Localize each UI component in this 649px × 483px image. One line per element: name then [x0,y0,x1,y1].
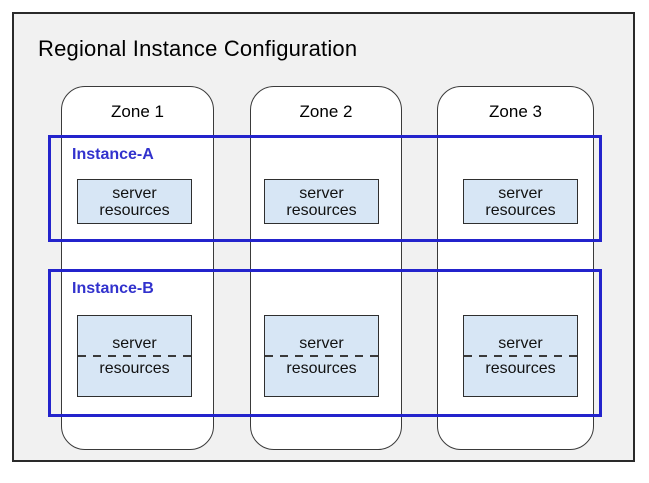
dashed-split-line [78,355,191,357]
server-resources-text: resources [286,201,357,219]
instance-a-label: Instance-A [72,146,154,163]
instance-b-box: Instance-B [48,269,602,417]
server-resources-text: server [498,184,543,202]
server-resources-box-b-zone2: server resources [264,315,379,397]
server-resources-box-a-zone2: server resources [264,179,379,224]
zone-2-label: Zone 2 [299,102,353,121]
region-box: Regional Instance Configuration Zone 1 Z… [12,12,635,462]
server-resources-box-a-zone1: server resources [77,179,192,224]
instance-b-label: Instance-B [72,280,154,297]
server-resources-text: resources [485,201,556,219]
server-resources-text: server [498,335,543,352]
dashed-split-line [265,355,378,357]
server-resources-text: server [112,184,157,202]
server-resources-box-a-zone3: server resources [463,179,578,224]
server-resources-box-b-zone3: server resources [463,315,578,397]
diagram-title: Regional Instance Configuration [38,36,358,61]
server-resources-text: server [112,335,157,352]
server-resources-box-b-zone1: server resources [77,315,192,397]
server-resources-text: resources [286,360,357,377]
server-resources-text: resources [99,360,170,377]
zone-1-label: Zone 1 [111,102,164,121]
zone-3-label: Zone 3 [489,102,542,121]
server-resources-text: resources [485,360,556,377]
dashed-split-line [464,355,577,357]
server-resources-text: server [299,335,344,352]
server-resources-text: resources [99,201,170,219]
instance-a-box: Instance-A [48,135,602,242]
server-resources-text: server [299,184,344,202]
